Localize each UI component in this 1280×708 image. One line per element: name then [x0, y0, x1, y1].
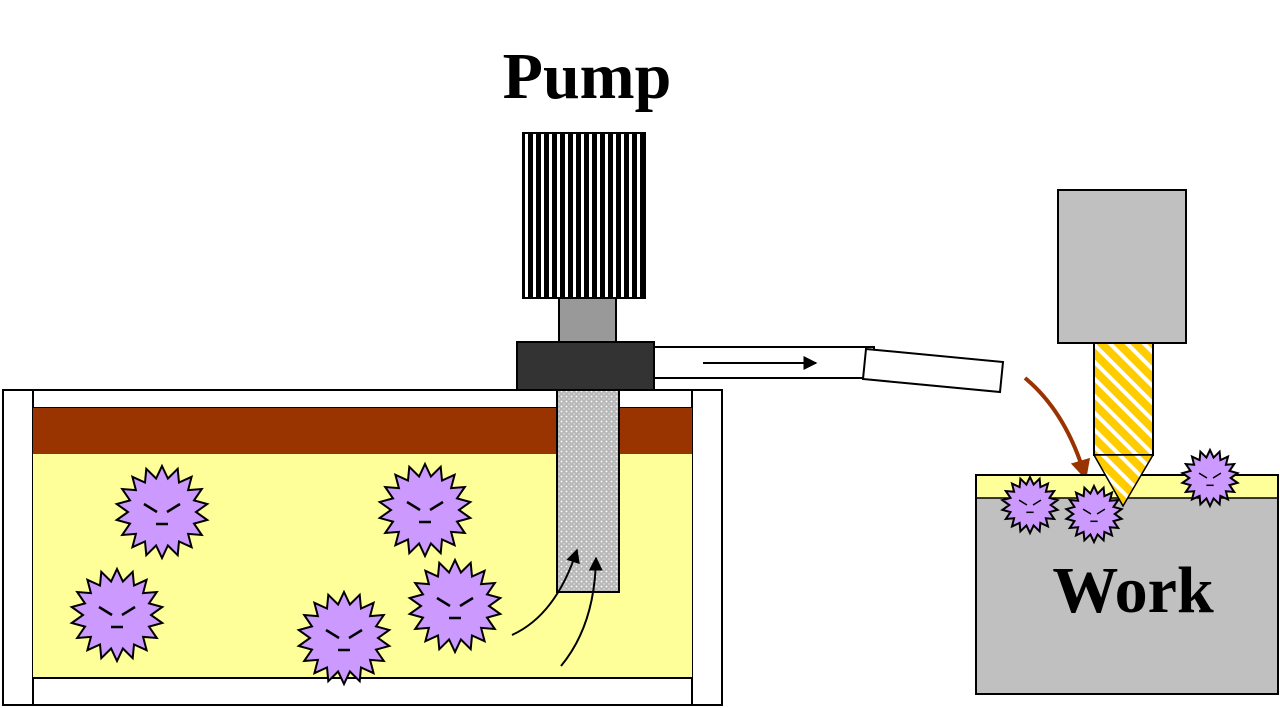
suction-filter	[556, 389, 620, 593]
suction-flow-arrow-1	[511, 548, 580, 636]
bacteria-icon	[69, 566, 165, 664]
work-label: Work	[1052, 554, 1214, 627]
coolant-nozzle	[861, 347, 1005, 394]
drill-bit-tip	[1092, 454, 1155, 508]
suction-flow-arrow-2	[560, 556, 603, 667]
tank-left-wall	[2, 389, 34, 706]
tank-right-wall	[691, 389, 723, 706]
coolant-hose	[653, 346, 1005, 394]
pump-head	[516, 341, 655, 391]
pump-shaft	[558, 297, 617, 343]
pump-assembly	[516, 132, 655, 391]
bacteria-icon	[407, 557, 503, 655]
bacteria-icon	[296, 589, 392, 687]
tank-bottom	[32, 677, 693, 706]
machine-spindle	[1057, 189, 1187, 344]
bacteria-icon	[114, 463, 210, 561]
bacteria-icon	[1000, 474, 1060, 536]
drill-bit-shank	[1093, 342, 1154, 456]
bacteria-icon	[377, 461, 473, 559]
bacteria-group	[69, 447, 1240, 687]
pump-motor	[522, 132, 646, 299]
bacteria-icon	[1180, 447, 1240, 509]
bacteria-icon	[1064, 483, 1124, 545]
coolant-spray-arrow	[1023, 376, 1091, 480]
pump-label: Pump	[503, 40, 672, 113]
